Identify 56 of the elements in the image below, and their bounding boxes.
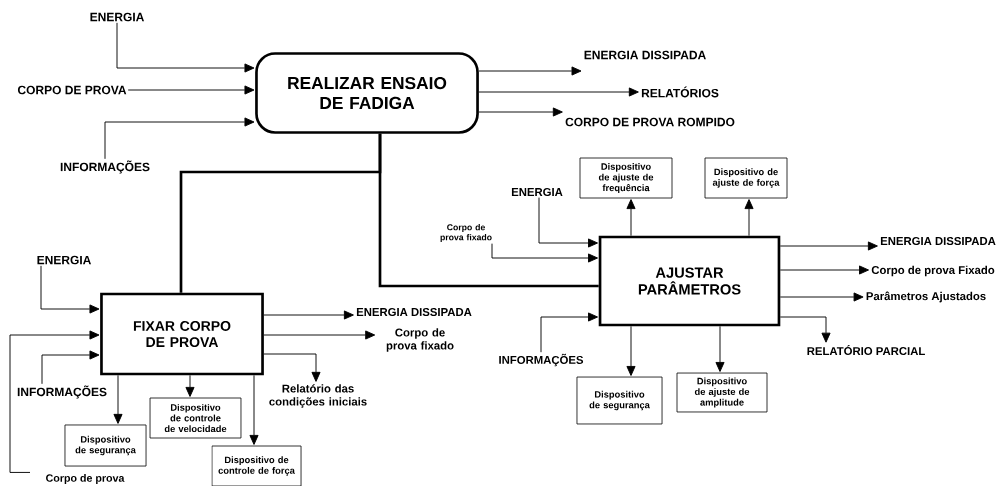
process-box: REALIZAR ENSAIO DE FADIGA (255, 52, 479, 134)
device-box: Dispositivo de ajuste de amplitude (676, 372, 768, 413)
device-box: Dispositivo de segurança (64, 424, 147, 467)
flow-label: Parâmetros Ajustados (866, 291, 986, 303)
arrow (779, 241, 878, 251)
device-box: Dispositivo de controle de velocidade (149, 397, 242, 439)
arrow (41, 350, 100, 385)
arrow (779, 265, 869, 275)
flow-label: ENERGIA (37, 255, 91, 265)
flow-label: ENERGIA (90, 12, 144, 22)
arrow (715, 325, 725, 372)
flow-label: CORPO DE PROVA (17, 85, 127, 95)
flow-label: RELATÓRIOS (641, 86, 719, 98)
arrow (127, 85, 255, 95)
arrow (538, 197, 598, 248)
flow-label: Relatório das condições iniciais (269, 384, 367, 408)
process-box: AJUSTAR PARÂMETROS (598, 235, 781, 327)
arrow (9, 330, 100, 473)
device-box: Dispositivo de segurança (576, 376, 663, 425)
arrow (113, 374, 123, 424)
flow-label: INFORMAÇÕES (60, 160, 150, 174)
arrow (744, 199, 754, 237)
flow-label: ENERGIA (511, 188, 563, 196)
device-box: Dispositivo de ajuste de força (704, 157, 788, 199)
flow-label: ENERGIA DISSIPADA (584, 50, 706, 60)
arrow (478, 66, 582, 76)
process-box: FIXAR CORPO DE PROVA (100, 292, 264, 376)
arrow (40, 265, 100, 314)
flow-label: INFORMAÇÕES (17, 385, 107, 399)
arrow (478, 87, 639, 97)
arrow (779, 316, 831, 343)
arrow (249, 374, 259, 445)
arrow (185, 374, 195, 397)
flow-label: Corpo de prova fixado (440, 223, 492, 243)
flow-label: INFORMAÇÕES (499, 353, 584, 367)
arrow (540, 312, 598, 353)
arrow (104, 117, 255, 160)
arrow (626, 325, 636, 376)
flow-label: Corpo de prova (46, 474, 125, 484)
device-box: Dispositivo de ajuste de frequência (579, 157, 673, 199)
arrow (116, 22, 255, 73)
arrow (626, 199, 636, 237)
flow-label: Corpo de prova Fixado (871, 265, 995, 277)
flow-label: Corpo de prova fixado (386, 328, 454, 352)
arrow (491, 243, 598, 263)
arrow (263, 353, 321, 382)
arrow (478, 107, 563, 117)
arrow (263, 330, 376, 340)
connector-line (378, 133, 599, 288)
flow-label: ENERGIA DISSIPADA (356, 308, 472, 316)
arrow (779, 292, 864, 302)
device-box: Dispositivo de controle de força (211, 445, 302, 486)
flow-label: RELATÓRIO PARCIAL (807, 344, 925, 356)
flow-label: ENERGIA DISSIPADA (880, 237, 996, 245)
arrow (263, 310, 354, 320)
flow-label: CORPO DE PROVA ROMPIDO (565, 117, 735, 127)
